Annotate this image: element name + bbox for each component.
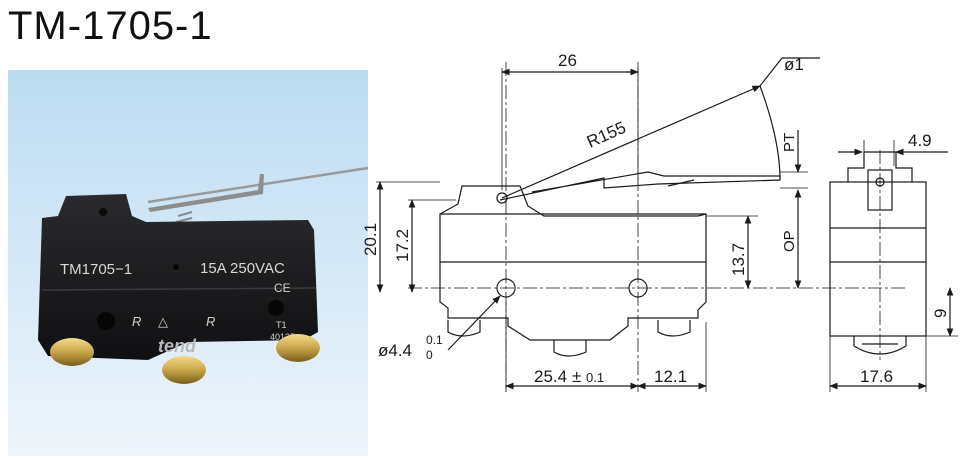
- mount-hole-right: [268, 300, 284, 316]
- ce-mark: CE: [274, 281, 291, 295]
- lever-arm: [148, 174, 264, 212]
- dim-25-4: 25.4: [534, 367, 567, 386]
- dim-26: 26: [558, 51, 577, 70]
- dim-17-6: 17.6: [860, 367, 893, 386]
- terminal-right: [276, 334, 320, 362]
- center-lines: [408, 62, 908, 392]
- brand-logo: tend: [158, 336, 197, 356]
- dim-20-1: 20.1: [361, 223, 380, 256]
- model-label: TM1705−1: [60, 261, 132, 278]
- dim-op: OP: [781, 230, 798, 252]
- mount-hole-left: [97, 312, 115, 330]
- dim-4-9: 4.9: [908, 131, 932, 150]
- radius-line: [501, 85, 761, 199]
- ur-mark-2: R: [206, 314, 215, 329]
- ur-mark: R: [132, 314, 141, 329]
- dim-hole-dia: ø4.4: [378, 341, 412, 360]
- dim-pt: PT: [781, 133, 798, 152]
- code-line-2: 4013D: [270, 332, 297, 342]
- dim-25-4-tol: 0.1: [586, 370, 604, 385]
- rating-label: 15A 250VAC: [200, 260, 285, 277]
- dim-hole-tol-upper: 0.1: [426, 333, 443, 347]
- body-seam: [41, 287, 317, 291]
- body-dot: [173, 264, 179, 270]
- dimension-drawing: 26 ø1 R155 PT OP 4.9 20.1 17.2 13.7 ø4.4…: [361, 51, 958, 392]
- page-title: TM-1705-1: [8, 4, 213, 48]
- pivot-hole: [99, 208, 107, 216]
- tuv-mark: △: [158, 314, 168, 329]
- terminal-left: [50, 338, 94, 366]
- lever-arc: [759, 85, 781, 181]
- dim-pin-dia: ø1: [784, 55, 804, 74]
- dim-13-7: 13.7: [729, 243, 748, 276]
- dim-17-2: 17.2: [393, 229, 412, 262]
- side-view: [829, 151, 927, 355]
- dim-r155: R155: [584, 118, 629, 152]
- product-photo: TM1705−1 15A 250VAC R △ R CE tend T1 401…: [8, 70, 369, 456]
- hole-leader: [447, 295, 501, 351]
- lever-wire: [147, 166, 369, 204]
- dim-12-1: 12.1: [654, 367, 687, 386]
- dim-hole-tol-lower: 0: [426, 348, 433, 362]
- terminal-center: [162, 356, 206, 384]
- dim-9: 9: [931, 309, 950, 318]
- code-line-1: T1: [276, 320, 287, 330]
- radius-leader: [759, 57, 783, 87]
- dim-pm-sign: ±: [572, 367, 581, 386]
